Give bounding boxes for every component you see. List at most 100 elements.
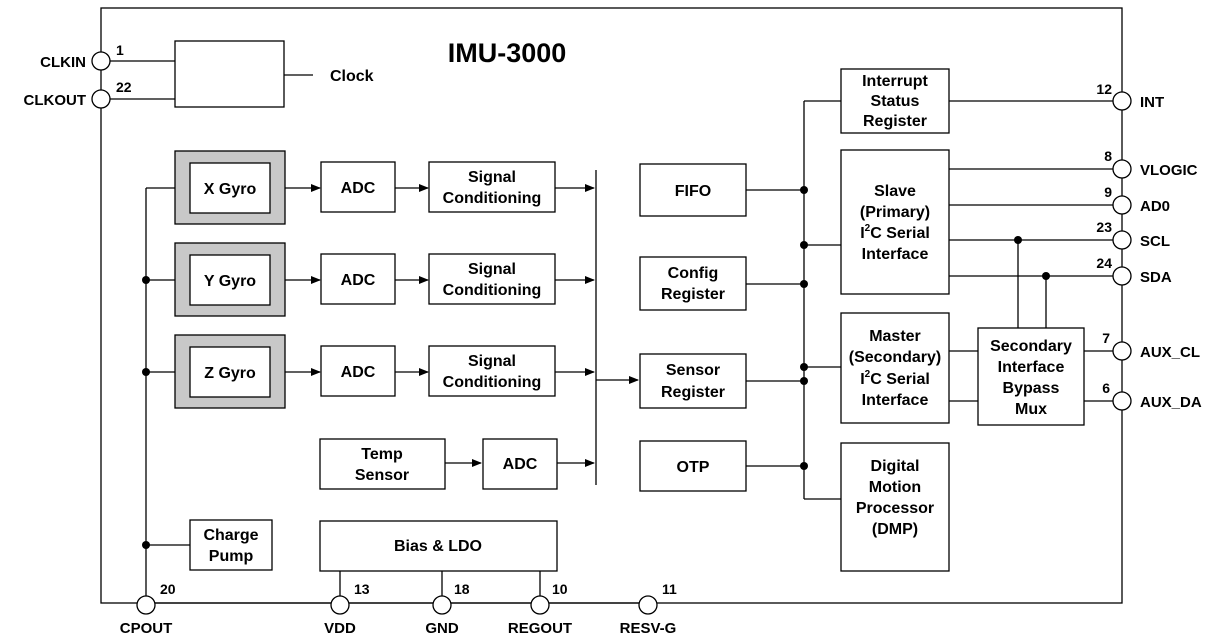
svg-text:Charge: Charge — [203, 527, 258, 544]
slave-i2c-interface-block: Slave (Primary) I2C Serial Interface — [840, 149, 950, 295]
svg-text:I2C Serial: I2C Serial — [860, 369, 930, 388]
wires — [110, 60, 1122, 604]
svg-text:GND: GND — [425, 620, 459, 637]
svg-text:Register: Register — [661, 384, 725, 401]
signal-conditioning-y-block: Signal Conditioning — [428, 253, 556, 305]
svg-text:CLKOUT: CLKOUT — [24, 92, 87, 109]
svg-text:8: 8 — [1104, 148, 1112, 164]
adc-x-block: ADC — [320, 161, 396, 213]
svg-text:FIFO: FIFO — [675, 183, 711, 200]
pin-aux-da: AUX_DA 6 — [1102, 380, 1202, 411]
svg-text:Master: Master — [869, 328, 921, 345]
clock-label: Clock — [330, 68, 374, 85]
svg-text:Signal: Signal — [468, 261, 516, 278]
svg-text:REGOUT: REGOUT — [508, 620, 572, 637]
svg-text:Conditioning: Conditioning — [443, 374, 542, 391]
svg-text:13: 13 — [354, 581, 370, 597]
svg-text:Sensor: Sensor — [355, 467, 409, 484]
svg-text:(DMP): (DMP) — [872, 521, 918, 538]
interrupt-status-register-block: Interrupt Status Register — [840, 68, 950, 134]
svg-text:Config: Config — [668, 265, 719, 282]
svg-text:24: 24 — [1096, 255, 1112, 271]
svg-text:Conditioning: Conditioning — [443, 282, 542, 299]
adc-y-block: ADC — [320, 253, 396, 305]
svg-text:Register: Register — [661, 286, 725, 303]
svg-text:Signal: Signal — [468, 353, 516, 370]
master-i2c-interface-block: Master (Secondary) I2C Serial Interface — [840, 312, 950, 424]
svg-text:AUX_DA: AUX_DA — [1140, 394, 1202, 411]
signal-conditioning-z-block: Signal Conditioning — [428, 345, 556, 397]
pin-vlogic: VLOGIC 8 — [1104, 148, 1197, 179]
sensor-register-block: Sensor Register — [639, 353, 747, 409]
pin-clkout: CLKOUT 22 — [24, 79, 132, 109]
svg-text:SDA: SDA — [1140, 269, 1172, 286]
bias-ldo-block: Bias & LDO — [319, 520, 558, 572]
svg-text:Temp: Temp — [361, 446, 403, 463]
svg-text:Processor: Processor — [856, 500, 934, 517]
svg-text:Signal: Signal — [468, 169, 516, 186]
svg-text:23: 23 — [1096, 219, 1112, 235]
svg-text:ADC: ADC — [341, 180, 376, 197]
svg-text:X Gyro: X Gyro — [204, 181, 257, 198]
chip-title: IMU-3000 — [448, 38, 567, 68]
svg-text:12: 12 — [1096, 81, 1112, 97]
pin-gnd: GND 18 — [425, 581, 469, 637]
pin-aux-cl: AUX_CL 7 — [1102, 330, 1200, 361]
adc-z-block: ADC — [320, 345, 396, 397]
svg-text:9: 9 — [1104, 184, 1112, 200]
svg-text:Register: Register — [863, 113, 927, 130]
pin-sda: SDA 24 — [1096, 255, 1171, 286]
pin-clkin: CLKIN 1 — [40, 42, 124, 71]
adc-temp-block: ADC — [482, 438, 558, 490]
svg-text:11: 11 — [662, 581, 677, 597]
svg-text:(Primary): (Primary) — [860, 204, 930, 221]
pin-ad0: AD0 9 — [1104, 184, 1170, 215]
x-gyro-block: X Gyro — [174, 150, 286, 225]
svg-text:Y Gyro: Y Gyro — [204, 273, 256, 290]
svg-text:ADC: ADC — [341, 272, 376, 289]
svg-text:ADC: ADC — [341, 364, 376, 381]
bypass-mux-block: Secondary Interface Bypass Mux — [977, 327, 1085, 426]
svg-text:AD0: AD0 — [1140, 198, 1170, 215]
fifo-block: FIFO — [639, 163, 747, 217]
svg-text:RESV-G: RESV-G — [620, 620, 677, 637]
y-gyro-block: Y Gyro — [174, 242, 286, 317]
svg-text:18: 18 — [454, 581, 470, 597]
svg-text:Mux: Mux — [1015, 401, 1047, 418]
svg-text:OTP: OTP — [677, 459, 710, 476]
svg-text:Conditioning: Conditioning — [443, 190, 542, 207]
svg-text:SCL: SCL — [1140, 233, 1170, 250]
svg-text:Bypass: Bypass — [1003, 380, 1060, 397]
svg-text:AUX_CL: AUX_CL — [1140, 344, 1200, 361]
svg-text:Interrupt: Interrupt — [862, 73, 928, 90]
pin-int: INT 12 — [1096, 81, 1164, 111]
svg-text:20: 20 — [160, 581, 176, 597]
signal-conditioning-x-block: Signal Conditioning — [428, 161, 556, 213]
config-register-block: Config Register — [639, 256, 747, 311]
svg-text:7: 7 — [1102, 330, 1110, 346]
svg-text:1: 1 — [116, 42, 124, 58]
svg-text:Interface: Interface — [862, 392, 929, 409]
svg-text:Secondary: Secondary — [990, 338, 1072, 355]
svg-text:Status: Status — [871, 93, 920, 110]
otp-block: OTP — [639, 440, 747, 492]
svg-text:VLOGIC: VLOGIC — [1140, 162, 1198, 179]
clock-block — [174, 40, 285, 108]
svg-text:INT: INT — [1140, 94, 1164, 111]
z-gyro-block: Z Gyro — [174, 334, 286, 409]
svg-text:ADC: ADC — [503, 456, 538, 473]
junction-dots — [142, 186, 1050, 549]
svg-text:Digital: Digital — [871, 458, 920, 475]
svg-text:22: 22 — [116, 79, 132, 95]
svg-text:CPOUT: CPOUT — [120, 620, 173, 637]
dmp-block: Digital Motion Processor (DMP) — [840, 442, 950, 572]
svg-text:Z Gyro: Z Gyro — [204, 365, 256, 382]
pin-scl: SCL 23 — [1096, 219, 1170, 250]
svg-text:I2C Serial: I2C Serial — [860, 223, 930, 242]
svg-text:6: 6 — [1102, 380, 1110, 396]
svg-text:Pump: Pump — [209, 548, 254, 565]
pin-resv-g: RESV-G 11 — [620, 581, 677, 637]
svg-text:Interface: Interface — [862, 246, 929, 263]
svg-text:10: 10 — [552, 581, 568, 597]
